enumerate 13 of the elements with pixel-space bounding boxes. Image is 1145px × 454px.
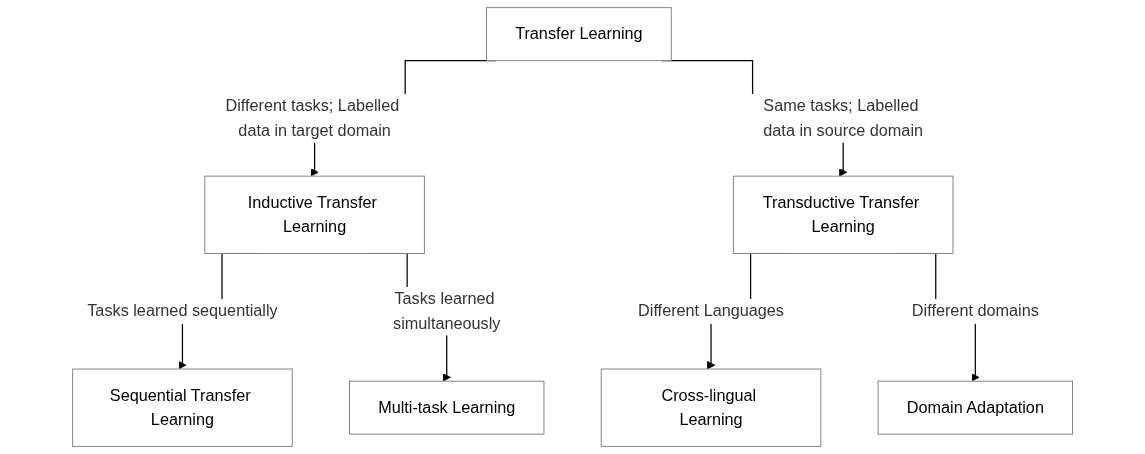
node-box: Domain Adaptation xyxy=(877,380,1073,435)
edge-label: Same tasks; Labelled data in source domain xyxy=(763,96,923,140)
node-box: Transfer Learning xyxy=(485,7,672,62)
edge-label: Different domains xyxy=(911,301,1039,321)
node-box: Sequential Transfer Learning xyxy=(72,368,293,447)
edge-label: Different Languages xyxy=(637,301,784,321)
edge-label: Tasks learned sequentially xyxy=(87,301,278,321)
node-box: Multi-task Learning xyxy=(348,380,545,435)
node-box: Cross-lingual Learning xyxy=(600,368,822,447)
node-box: Transductive Transfer Learning xyxy=(732,175,954,254)
node-box: Inductive Transfer Learning xyxy=(204,175,425,254)
edge-label: Tasks learned simultaneously xyxy=(392,289,501,333)
edge-label: Different tasks; Labelled data in target domain xyxy=(225,96,400,140)
